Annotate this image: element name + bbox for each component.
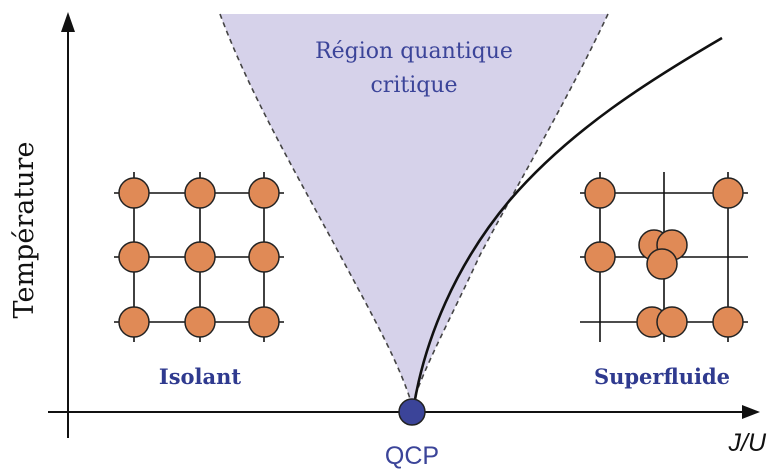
insulator-atoms (118, 177, 280, 338)
phase-boundary-curve (412, 36, 723, 406)
x-axis-label: J/U (728, 429, 767, 457)
y-axis-arrow (61, 12, 75, 32)
atom (118, 306, 150, 338)
atom (248, 177, 280, 209)
y-axis-label: Température (9, 142, 40, 319)
critical-region-fill (220, 14, 608, 405)
x-axis-arrow (742, 405, 760, 419)
atom (184, 306, 216, 338)
critical-region-label-line1: Région quantique (315, 39, 513, 64)
critical-region-label-line2: critique (370, 73, 457, 98)
superfluid-label: Superfluide (594, 364, 730, 389)
atom (646, 248, 678, 280)
critical-boundary-right (411, 13, 609, 406)
atom (656, 306, 688, 338)
atom (118, 177, 150, 209)
qcp-label: QCP (385, 442, 439, 470)
atom (584, 241, 616, 273)
atom (712, 177, 744, 209)
superfluid-atoms (584, 177, 744, 338)
atom (118, 241, 150, 273)
atom (712, 306, 744, 338)
insulator-label: Isolant (159, 364, 242, 389)
atom (184, 177, 216, 209)
critical-boundary-left (219, 13, 413, 406)
qcp-point (398, 398, 426, 426)
atom (248, 241, 280, 273)
atom (184, 241, 216, 273)
atom (584, 177, 616, 209)
atom (248, 306, 280, 338)
